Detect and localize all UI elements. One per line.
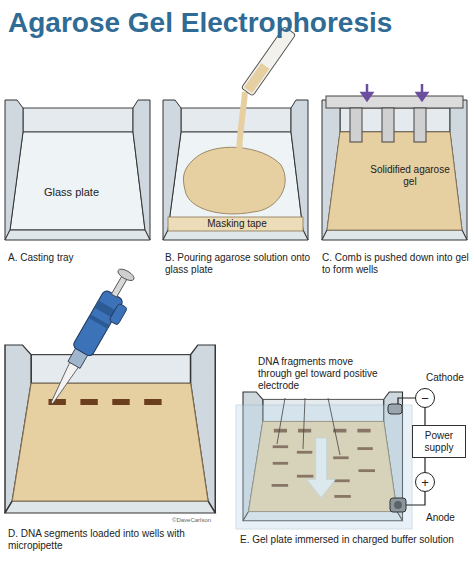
callout-label: DNA fragments move through gel toward po… — [258, 356, 388, 392]
electrodes — [388, 404, 406, 512]
part-label: Glass plate — [44, 186, 114, 199]
loading-panel — [5, 345, 215, 513]
terminal-label: Anode — [426, 512, 470, 524]
node-text: + — [421, 476, 429, 489]
part-label: Solidified agarose gel — [368, 164, 452, 188]
comb-panel — [322, 84, 467, 240]
terminal-circle: − — [415, 388, 435, 408]
part-label: Masking tape — [172, 218, 302, 230]
terminal-circle: + — [415, 472, 435, 492]
wire — [424, 458, 425, 472]
watermark: ©DaveCarlson — [172, 517, 232, 524]
terminal-label: Cathode — [426, 372, 470, 384]
power-supply-box: Power supply — [412, 425, 466, 458]
node-text: − — [421, 392, 429, 405]
panel-caption: A. Casting tray — [8, 252, 153, 264]
pouring-panel — [163, 27, 308, 240]
panel-caption: E. Gel plate immersed in charged buffer … — [240, 534, 468, 546]
panel-caption: C. Comb is pushed down into gel to form … — [322, 252, 470, 276]
panel-caption: D. DNA segments loaded into wells with m… — [8, 528, 223, 552]
micropipette — [42, 266, 143, 412]
buffer-tank — [236, 405, 412, 529]
casting-tray — [5, 100, 150, 240]
wire — [424, 408, 425, 425]
leader-lines — [277, 398, 340, 455]
panel-caption: B. Pouring agarose solution onto glass p… — [165, 252, 315, 276]
node-text: Power supply — [417, 430, 461, 453]
title: Agarose Gel Electrophoresis — [8, 6, 392, 40]
